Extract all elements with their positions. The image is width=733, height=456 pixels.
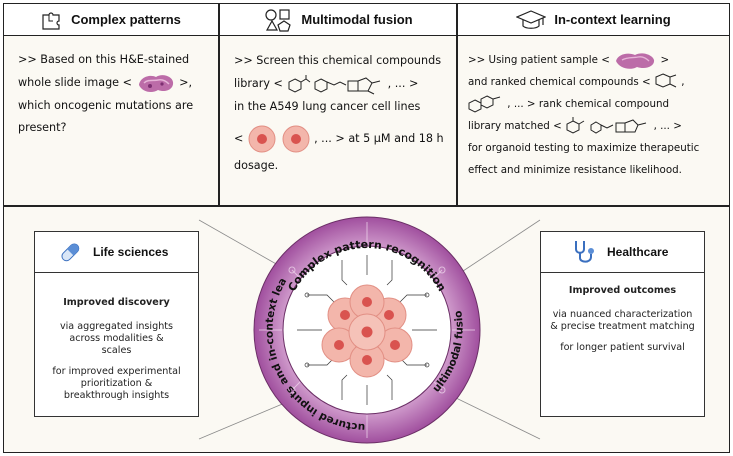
healthcare-header: Healthcare	[541, 232, 704, 273]
panel-b-line3: in the A549 lung cancer cell lines	[234, 100, 421, 113]
healthcare-body: Improved outcomes via nuanced characteri…	[541, 285, 704, 354]
panel-a-line2b: >,	[179, 76, 193, 89]
puzzle-icon	[42, 11, 60, 30]
shapes-icon	[265, 8, 292, 32]
inner-circuit-lines	[297, 255, 437, 405]
panel-a-line4: present?	[18, 121, 67, 134]
panel-a: Complex patterns A >> Based on this H&E-…	[3, 3, 219, 206]
panel-b-line4: < , ... > at 5 μM and 18 h	[234, 124, 444, 154]
panel-a-header: Complex patterns	[4, 4, 218, 36]
he-stained-tissue-image	[616, 53, 655, 69]
chemical-structure-icon	[288, 75, 310, 93]
stethoscope-icon	[575, 241, 594, 263]
chemical-structure-icon	[468, 95, 501, 113]
panel-a-line3: which oncogenic mutations are	[18, 99, 194, 112]
panel-c-line1: >> Using patient sample < >	[468, 49, 717, 71]
central-ring-diagram: Complex pattern recognition Unstructured…	[247, 210, 481, 444]
panel-c-line6: effect and minimize resistance likelihoo…	[468, 164, 682, 176]
cell-cluster	[321, 284, 413, 378]
panel-c-line3a: , ... > rank chemical compound	[507, 98, 670, 110]
panel-b-line4b: , ... > at 5 μM and 18 h	[314, 132, 444, 145]
life-sciences-p2: for improved experimental prioritization…	[52, 366, 181, 401]
cancer-cell-icon	[248, 125, 276, 153]
panel-b-title: Multimodal fusion	[301, 12, 413, 27]
chemical-structure-icon	[314, 77, 381, 95]
panel-a-body: >> Based on this H&E-stained whole slide…	[4, 35, 218, 205]
graduation-cap-icon	[516, 9, 547, 29]
panel-b-line2: library < , ... >	[234, 72, 444, 95]
panel-c-line4: library matched < , ... >	[468, 115, 717, 137]
cancer-cell-icon	[282, 125, 309, 153]
life-sciences-p1: via aggregated insights across modalitie…	[59, 321, 174, 356]
panel-c-line5: for organoid testing to maximize therape…	[468, 142, 700, 154]
panel-b-line5: dosage.	[234, 159, 279, 172]
panel-a-line2a: whole slide image <	[18, 76, 132, 89]
panel-b-line1: >> Screen this chemical compounds	[234, 54, 442, 67]
panel-c-line1a: >> Using patient sample <	[468, 54, 610, 66]
panel-a-line2: whole slide image < >,	[18, 71, 206, 95]
healthcare-p2: for longer patient survival	[560, 342, 685, 353]
he-stained-tissue-image	[138, 75, 173, 93]
healthcare-p1: via nuanced characterization & precise t…	[550, 309, 695, 332]
panel-c-line1b: >	[660, 54, 670, 66]
panel-a-title: Complex patterns	[71, 12, 181, 27]
panel-c-line2b: ,	[681, 76, 685, 88]
chemical-structure-icon	[655, 73, 677, 88]
panel-d-connectors	[198, 219, 541, 440]
panel-b-body: >> Screen this chemical compounds librar…	[220, 35, 456, 205]
panel-b: Multimodal fusion B >> Screen this chemi…	[219, 3, 457, 206]
healthcare-box: Healthcare Improved outcomes via nuanced…	[540, 231, 705, 417]
healthcare-title: Healthcare	[607, 245, 669, 259]
life-sciences-header: Life sciences	[35, 232, 198, 273]
panel-b-line2a: library <	[234, 77, 283, 90]
panel-c-line4a: library matched <	[468, 120, 562, 132]
chemical-structure-icon	[590, 119, 647, 134]
life-sciences-body: Improved discovery via aggregated insigh…	[35, 297, 198, 402]
panel-c-body: >> Using patient sample < > and ranked c…	[458, 35, 729, 205]
panel-d: Life sciences Improved discovery via agg…	[3, 206, 730, 453]
panel-c-line2a: and ranked chemical compounds <	[468, 76, 651, 88]
panel-c: In-context learning C >> Using patient s…	[457, 3, 730, 206]
panel-c-title: In-context learning	[554, 12, 671, 27]
panel-b-line4a: <	[234, 132, 244, 145]
panel-a-line1: >> Based on this H&E-stained	[18, 53, 190, 66]
panel-c-line3: , ... > rank chemical compound	[468, 93, 717, 115]
healthcare-main: Improved outcomes	[568, 285, 677, 296]
life-sciences-title: Life sciences	[93, 245, 169, 259]
panel-c-line2: and ranked chemical compounds < ,	[468, 71, 717, 93]
panel-c-line4b: , ... >	[653, 120, 682, 132]
pill-capsule-icon	[61, 243, 80, 262]
panel-c-header: In-context learning	[458, 4, 729, 36]
panel-b-header: Multimodal fusion	[220, 4, 456, 36]
panel-b-line2b: , ... >	[387, 77, 419, 90]
chemical-structure-icon	[566, 117, 585, 134]
life-sciences-main: Improved discovery	[63, 297, 170, 308]
life-sciences-box: Life sciences Improved discovery via agg…	[34, 231, 199, 417]
